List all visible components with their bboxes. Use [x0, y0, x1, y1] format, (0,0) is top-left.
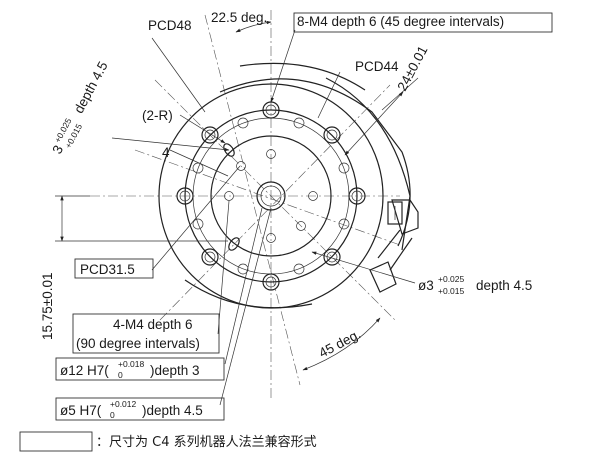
label-pcd31-5: PCD31.5 — [80, 262, 135, 277]
label-h12-prefix: ø12 H7( — [60, 363, 109, 378]
label-h5-tol-upper: +0.012 — [110, 399, 137, 409]
label-4-m4-line1: 4-M4 depth 6 — [113, 317, 193, 332]
label-pin3-right-suffix: depth 4.5 — [476, 278, 532, 293]
pcd31-5-holes — [224, 149, 318, 243]
pcd44-holes — [192, 117, 350, 275]
legend-swatch — [19, 431, 93, 452]
label-pcd44: PCD44 — [355, 59, 399, 74]
label-h12-suffix: )depth 3 — [150, 363, 200, 378]
label-pin3-right-prefix: ø3 — [418, 278, 434, 293]
label-two-r: (2-R) — [142, 108, 173, 123]
dimension-lines — [55, 20, 419, 406]
label-pcd48: PCD48 — [148, 18, 192, 33]
label-h5-tol-lower: 0 — [110, 410, 115, 420]
dimension-labels: PCD48 22.5 deg. 8-M4 depth 6 (45 degree … — [40, 10, 553, 421]
label-pin3-left-suffix: depth 4.5 — [71, 59, 111, 116]
label-h12-tol-lower: 0 — [118, 370, 123, 380]
label-angle-22-5: 22.5 deg. — [211, 10, 267, 25]
label-24: 24±0.01 — [394, 43, 430, 93]
label-angle-45: 45 deg. — [316, 326, 363, 360]
label-h5-prefix: ø5 H7( — [60, 403, 102, 418]
label-15-75: 15.75±0.01 — [40, 273, 55, 340]
label-pin3-right-tol-lower: +0.015 — [438, 286, 465, 296]
label-8-m4: 8-M4 depth 6 (45 degree intervals) — [297, 14, 504, 29]
legend: ：尺寸为 C4 系列机器人法兰兼容形式 — [19, 431, 317, 452]
flange-body — [158, 62, 419, 309]
legend-text: ：尺寸为 C4 系列机器人法兰兼容形式 — [96, 434, 317, 450]
label-four: 4 — [162, 145, 170, 160]
label-4-m4-line2: (90 degree intervals) — [76, 336, 200, 351]
label-h12-tol-upper: +0.018 — [118, 359, 145, 369]
label-h5-suffix: )depth 4.5 — [142, 403, 203, 418]
label-pin3-right-tol-upper: +0.025 — [438, 274, 465, 284]
